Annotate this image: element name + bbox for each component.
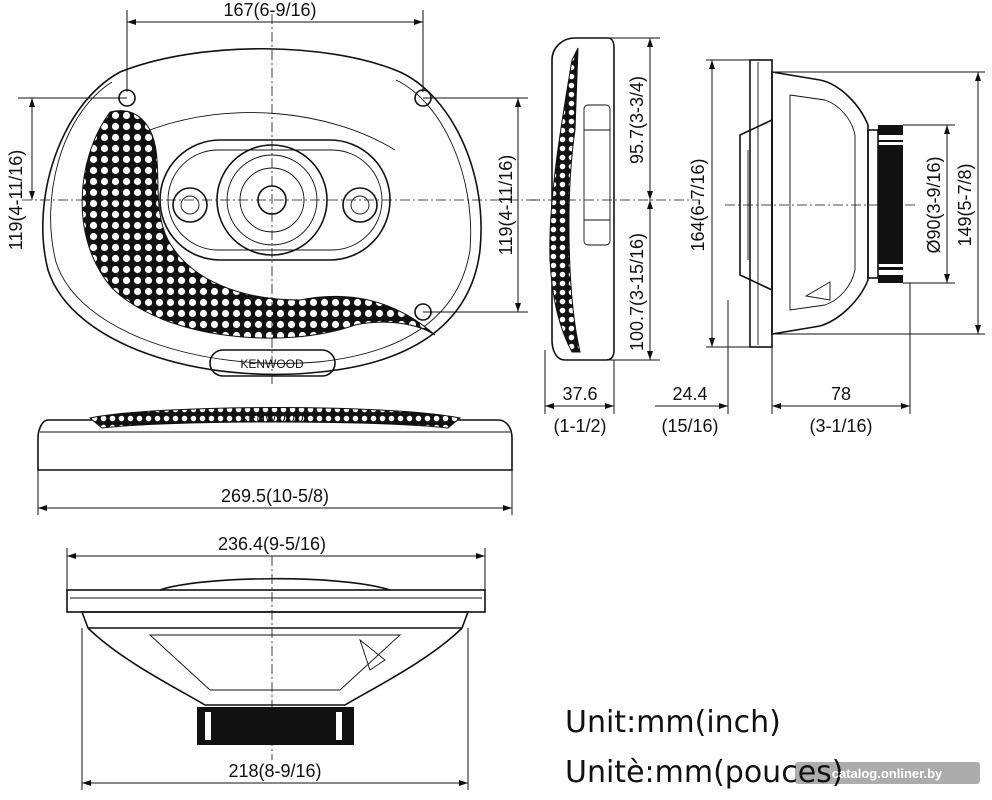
dim-overall-width: 269.5(10-5/8) xyxy=(37,470,513,515)
profile-height-label: 164(6-7/16) xyxy=(688,158,708,251)
dim-side-depth: 37.6 (1-1/2) xyxy=(544,350,615,436)
magnet-diameter-label: Ø90(3-9/16) xyxy=(924,156,944,253)
side-depth-in: (1-1/2) xyxy=(553,416,606,436)
dim-right-height: 119(4-11/16) xyxy=(423,97,528,313)
side-upper-label: 95.7(3-3/4) xyxy=(627,76,647,164)
dim-basket-width: 218(8-9/16) xyxy=(81,628,469,790)
front-view: KENWOOD xyxy=(22,14,540,385)
bottom-view xyxy=(66,556,486,760)
top-brand-label: KENWOOD xyxy=(240,411,304,425)
profile-view xyxy=(739,59,903,348)
right-height-label: 119(4-11/16) xyxy=(496,155,516,255)
top-width-label: 167(6-9/16) xyxy=(223,0,316,20)
watermark-badge xyxy=(795,762,980,784)
body-depth-mm: 78 xyxy=(831,384,851,404)
flange-width-label: 236.4(9-5/16) xyxy=(218,534,326,554)
side-lower-label: 100.7(3-15/16) xyxy=(627,233,647,351)
body-depth-in: (3-1/16) xyxy=(809,416,872,436)
overall-width-label: 269.5(10-5/8) xyxy=(221,486,329,506)
flange-depth-in: (15/16) xyxy=(661,416,718,436)
side-slim-view xyxy=(549,37,615,361)
dim-side-vertical: 95.7(3-3/4) 100.7(3-15/16) xyxy=(530,37,700,361)
dim-flange-width: 236.4(9-5/16) xyxy=(66,534,486,590)
dim-top-width: 167(6-9/16) xyxy=(126,0,424,92)
profile-total-label: 149(5-7/8) xyxy=(955,163,975,246)
top-view: KENWOOD xyxy=(37,407,513,471)
side-depth-mm: 37.6 xyxy=(562,384,597,404)
dim-profile: 164(6-7/16) Ø90(3-9/16) 149(5-7/8) xyxy=(688,59,985,348)
dim-left-height: 119(4-11/16) xyxy=(6,97,127,250)
dim-profile-depth: 24.4 (15/16) 78 (3-1/16) xyxy=(655,283,911,436)
basket-width-label: 218(8-9/16) xyxy=(228,761,321,781)
unit-line-1: Unit:mm(inch) xyxy=(565,705,781,740)
watermark-text: catalog.onliner.by xyxy=(832,766,943,781)
left-height-label: 119(4-11/16) xyxy=(6,150,26,250)
unit-line-2: Unitè:mm(pouces) xyxy=(565,755,843,790)
flange-depth-mm: 24.4 xyxy=(672,384,707,404)
